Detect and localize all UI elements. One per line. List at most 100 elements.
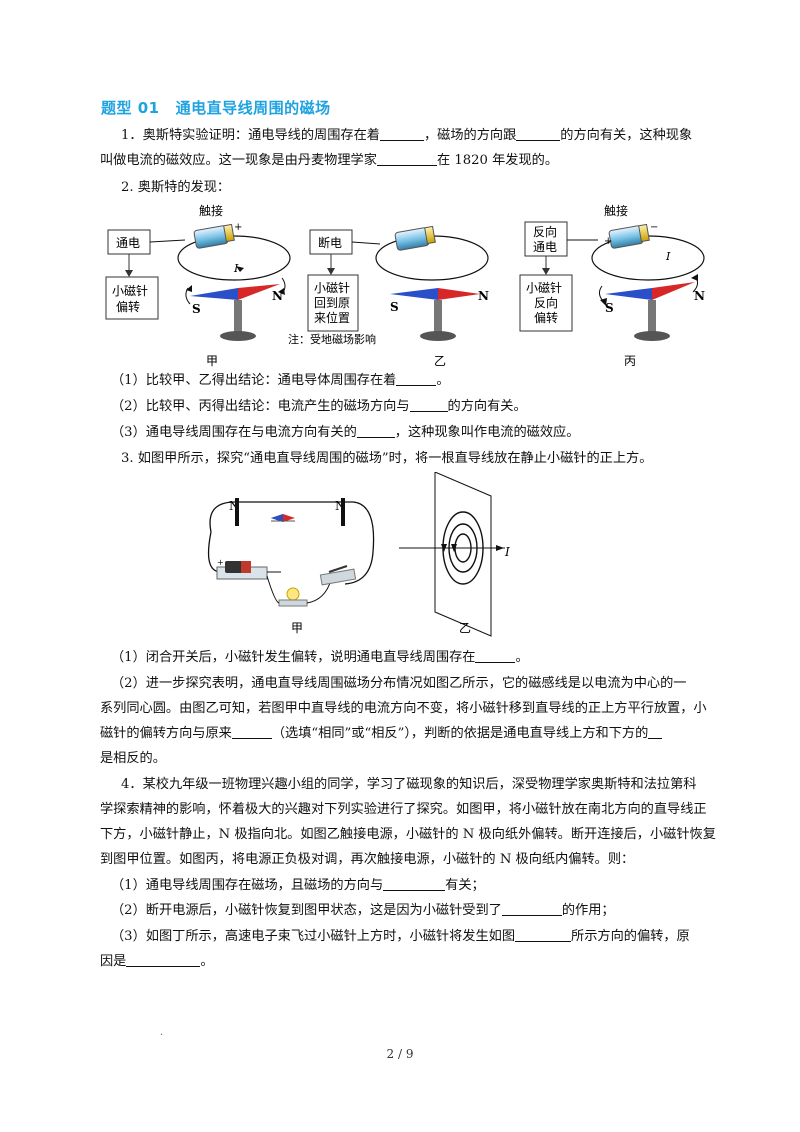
heading-title: 通电直导线周围的磁场	[175, 99, 331, 117]
result-text: 偏转	[116, 299, 140, 314]
answer-blank[interactable]	[515, 929, 572, 942]
n-label: N	[335, 499, 346, 513]
field-lines-yi: I 乙	[399, 472, 510, 637]
result-text: 小磁针	[112, 283, 148, 298]
q3-sub-1: （1）闭合开关后，小磁针发生偏转，说明通电直导线周围存在。	[111, 649, 529, 667]
battery-holder-icon: +	[216, 558, 268, 580]
result-text: 来位置	[314, 310, 350, 325]
q4-sub-3-line-2: 因是。	[100, 953, 214, 971]
answer-blank[interactable]	[501, 903, 562, 916]
q3-text: （选填“相同”或“相反”），判断的依据是通电直导线上方和下方的	[271, 726, 649, 741]
q4-sub-2: （2）断开电源后，小磁针恢复到图甲状态，这是因为小磁针受到了 的作用；	[111, 902, 615, 920]
q3-figure: N N + 甲	[207, 472, 510, 637]
figure-caption: 丙	[624, 354, 636, 368]
result-text: 小磁针	[314, 280, 350, 295]
q4-text: （1）通电导线周围存在磁场，且磁场的方向与	[111, 878, 384, 893]
q4-line-3: 下方，小磁针静止，N 极指向北。如图乙触接电源，小磁针的 N 极向纸外偏转。断开…	[100, 827, 716, 842]
s-pole: S	[605, 301, 614, 315]
switch-icon	[319, 565, 357, 586]
result-text: 偏转	[534, 310, 558, 325]
oersted-figure: 触接 通电 小磁针 偏转 + I S N	[105, 203, 705, 368]
q4-text: 的作用；	[561, 903, 615, 918]
q4-line-2: 学探索精神的影响，怀着极大的兴趣对下列实验进行了探究。如图甲，将小磁针放在南北方…	[100, 802, 707, 817]
current-label: I	[504, 545, 510, 559]
panel-yi: 断电 小磁针 回到原 来位置 S N 注：受地磁场影响 乙	[288, 225, 489, 368]
state-label: 断电	[318, 235, 342, 250]
q4-line-4: 到图甲位置。如图丙，将电源正负极对调，再次触接电源，小磁针的 N 极向纸内偏转。…	[100, 852, 635, 867]
q3-text: 磁针的偏转方向与原来	[100, 726, 232, 741]
q2-text: （1）比较甲、乙得出结论：通电导体周围存在着	[111, 373, 397, 388]
result-box	[105, 276, 159, 320]
q2-text: ，这种现象叫作电流的磁效应。	[394, 425, 580, 440]
answer-blank[interactable]	[648, 726, 663, 739]
panel-bing: 触接 反向 通电 小磁针 反向 偏转 + − I S	[519, 203, 705, 368]
result-text: 反向	[534, 295, 558, 310]
q1-text: ，磁场的方向跟	[423, 128, 517, 143]
touch-label: 触接	[199, 203, 223, 218]
state-box	[524, 221, 568, 257]
n-pole: N	[272, 289, 283, 303]
bulb-icon	[278, 587, 308, 607]
q2-text: （3）通电导线周围存在与电流方向有关的	[111, 425, 357, 440]
answer-blank[interactable]	[396, 373, 437, 386]
answer-blank[interactable]	[409, 399, 448, 412]
figure-caption: 乙	[459, 621, 471, 635]
figure-note: 注：受地磁场影响	[288, 332, 376, 346]
s-pole: S	[390, 300, 399, 314]
q2-text: （2）比较甲、丙得出结论：电流产生的磁场方向与	[111, 399, 410, 414]
q3-sub-2-line-1: （2）进一步探究表明，通电直导线周围磁场分布情况如图乙所示，它的磁感线是以电流为…	[111, 676, 687, 691]
answer-blank[interactable]	[516, 128, 561, 141]
q1-text: 在 1820 年发现的。	[436, 153, 559, 168]
q4-text: （2）断开电源后，小磁针恢复到图甲状态，这是因为小磁针受到了	[111, 903, 502, 918]
n-pole: N	[694, 289, 705, 303]
state-label: 反向	[533, 224, 557, 239]
q4-text: 有关；	[445, 878, 485, 893]
answer-blank[interactable]	[126, 954, 201, 967]
plus-label: +	[604, 236, 612, 247]
n-pole: N	[478, 289, 489, 303]
answer-blank[interactable]	[356, 425, 395, 438]
q3-title: 3. 如图甲所示，探究“通电直导线周围的磁场”时，将一根直导线放在静止小磁针的正…	[121, 451, 653, 466]
q1-text: 叫做电流的磁效应。这一现象是由丹麦物理学家	[100, 153, 377, 168]
page-mark: .	[160, 1027, 164, 1038]
answer-blank[interactable]	[376, 153, 437, 166]
q4-sub-1: （1）通电导线周围存在磁场，且磁场的方向与 有关；	[111, 877, 485, 895]
page-number: 2 / 9	[386, 1047, 414, 1061]
plus-label: +	[234, 222, 242, 233]
state-label: 通电	[116, 236, 140, 250]
touch-label: 触接	[604, 203, 628, 218]
q3-sub-2-line-4: 是相反的。	[100, 751, 166, 766]
q2-title: 2. 奥斯特的发现：	[121, 180, 231, 195]
minus-label: −	[650, 222, 658, 233]
q1-line-1: 1．奥斯特实验证明：通电导线的周围存在着，磁场的方向跟的方向有关，这种现象	[121, 127, 692, 145]
q4-sub-3-line-1: （3）如图丁所示，高速电子束飞过小磁针上方时，小磁针将发生如图所示方向的偏转，原	[111, 928, 690, 946]
result-box	[519, 274, 573, 332]
result-box	[307, 274, 359, 332]
answer-blank[interactable]	[231, 726, 272, 739]
svg-text:+: +	[217, 558, 224, 567]
current-label: I	[665, 250, 671, 263]
q3-sub-2-line-2: 系列同心圆。由图乙可知，若图甲中直导线的电流方向不变，将小磁针移到直导线的正上方…	[100, 701, 707, 716]
result-text: 小磁针	[526, 280, 562, 295]
figure-caption: 甲	[291, 621, 303, 635]
q1-line-2: 叫做电流的磁效应。这一现象是由丹麦物理学家 在 1820 年发现的。	[100, 152, 558, 170]
q2-sub-3: （3）通电导线周围存在与电流方向有关的 ，这种现象叫作电流的磁效应。	[111, 424, 579, 442]
q4-text: 因是	[100, 954, 127, 969]
answer-blank[interactable]	[383, 878, 446, 891]
battery-icon	[608, 223, 650, 249]
q4-text: （3）如图丁所示，高速电子束飞过小磁针上方时，小磁针将发生如图	[111, 929, 516, 944]
needle-north	[438, 288, 480, 300]
battery-icon	[394, 225, 436, 251]
q4-line-1: 4．某校九年级一班物理兴趣小组的同学，学习了磁现象的知识后，深受物理学家奥斯特和…	[121, 777, 697, 792]
q1-text: 1．奥斯特实验证明：通电导线的周围存在着	[121, 128, 380, 143]
answer-blank[interactable]	[475, 650, 516, 663]
needle-south	[190, 288, 238, 300]
answer-blank[interactable]	[379, 128, 424, 141]
needle-south	[390, 288, 438, 300]
q2-sub-1: （1）比较甲、乙得出结论：通电导体周围存在着。	[111, 372, 450, 390]
result-text: 回到原	[314, 296, 350, 310]
state-label: 通电	[533, 240, 557, 254]
needle-north	[652, 282, 695, 300]
